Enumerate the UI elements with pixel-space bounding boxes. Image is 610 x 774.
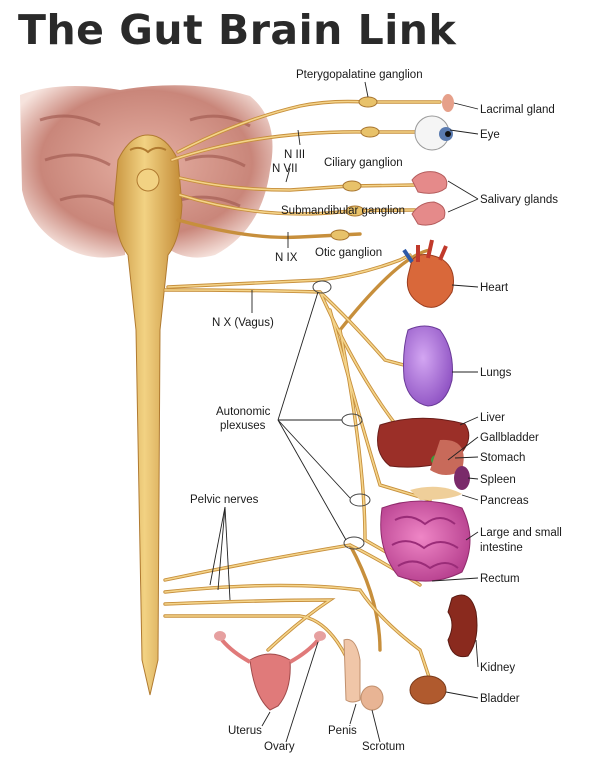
label-otic-ganglion: Otic ganglion — [315, 247, 382, 259]
label-salivary-glands: Salivary glands — [480, 194, 558, 206]
label-rectum: Rectum — [480, 573, 520, 585]
label-scrotum: Scrotum — [362, 741, 405, 753]
kidney — [447, 594, 478, 658]
label-kidney: Kidney — [480, 662, 515, 674]
label-large-and-small: Large and small — [480, 527, 562, 539]
label-lacrimal-gland: Lacrimal gland — [480, 104, 555, 116]
label-penis: Penis — [328, 725, 357, 737]
label-submandibular-ganglion: Submandibular ganglion — [281, 205, 405, 217]
label-liver: Liver — [480, 412, 505, 424]
label-pelvic-nerves: Pelvic nerves — [190, 494, 259, 506]
plexus-markers — [312, 280, 371, 550]
label-autonomic: Autonomic — [216, 406, 271, 418]
page-title: The Gut Brain Link — [18, 6, 457, 54]
label-bladder: Bladder — [480, 693, 520, 705]
label-uterus: Uterus — [228, 725, 262, 737]
label-pterygopalatine-ganglion: Pterygopalatine ganglion — [296, 69, 423, 81]
label-gallbladder: Gallbladder — [480, 432, 539, 444]
label-n-iii: N III — [284, 149, 305, 161]
label-n-x-vagus: N X (Vagus) — [212, 317, 274, 329]
leader-lines — [209, 81, 479, 743]
bladder — [409, 675, 447, 705]
label-stomach: Stomach — [480, 452, 525, 464]
lacrimal-gland — [442, 94, 454, 112]
spinal-cord — [113, 134, 183, 696]
pancreas — [410, 486, 462, 500]
spleen — [454, 466, 470, 490]
liver — [377, 417, 470, 475]
ganglia — [330, 96, 380, 241]
penis-scrotum — [343, 638, 384, 711]
label-n-vii: N VII — [272, 163, 298, 175]
eye — [414, 115, 453, 151]
label-ovary: Ovary — [264, 741, 295, 753]
uterus — [214, 631, 326, 711]
label-intestine: intestine — [480, 542, 523, 554]
label-ciliary-ganglion: Ciliary ganglion — [324, 157, 403, 169]
label-eye: Eye — [480, 129, 500, 141]
label-pancreas: Pancreas — [480, 495, 529, 507]
label-lungs: Lungs — [480, 367, 512, 379]
intestines — [380, 500, 471, 582]
salivary-glands — [411, 171, 448, 226]
lungs — [403, 325, 453, 407]
label-heart: Heart — [480, 282, 509, 294]
label-spleen: Spleen — [480, 474, 516, 486]
label-n-ix: N IX — [275, 252, 298, 264]
heart — [402, 239, 454, 308]
labels: Pterygopalatine ganglion Lacrimal gland … — [190, 69, 562, 753]
label-plexuses: plexuses — [220, 420, 266, 432]
